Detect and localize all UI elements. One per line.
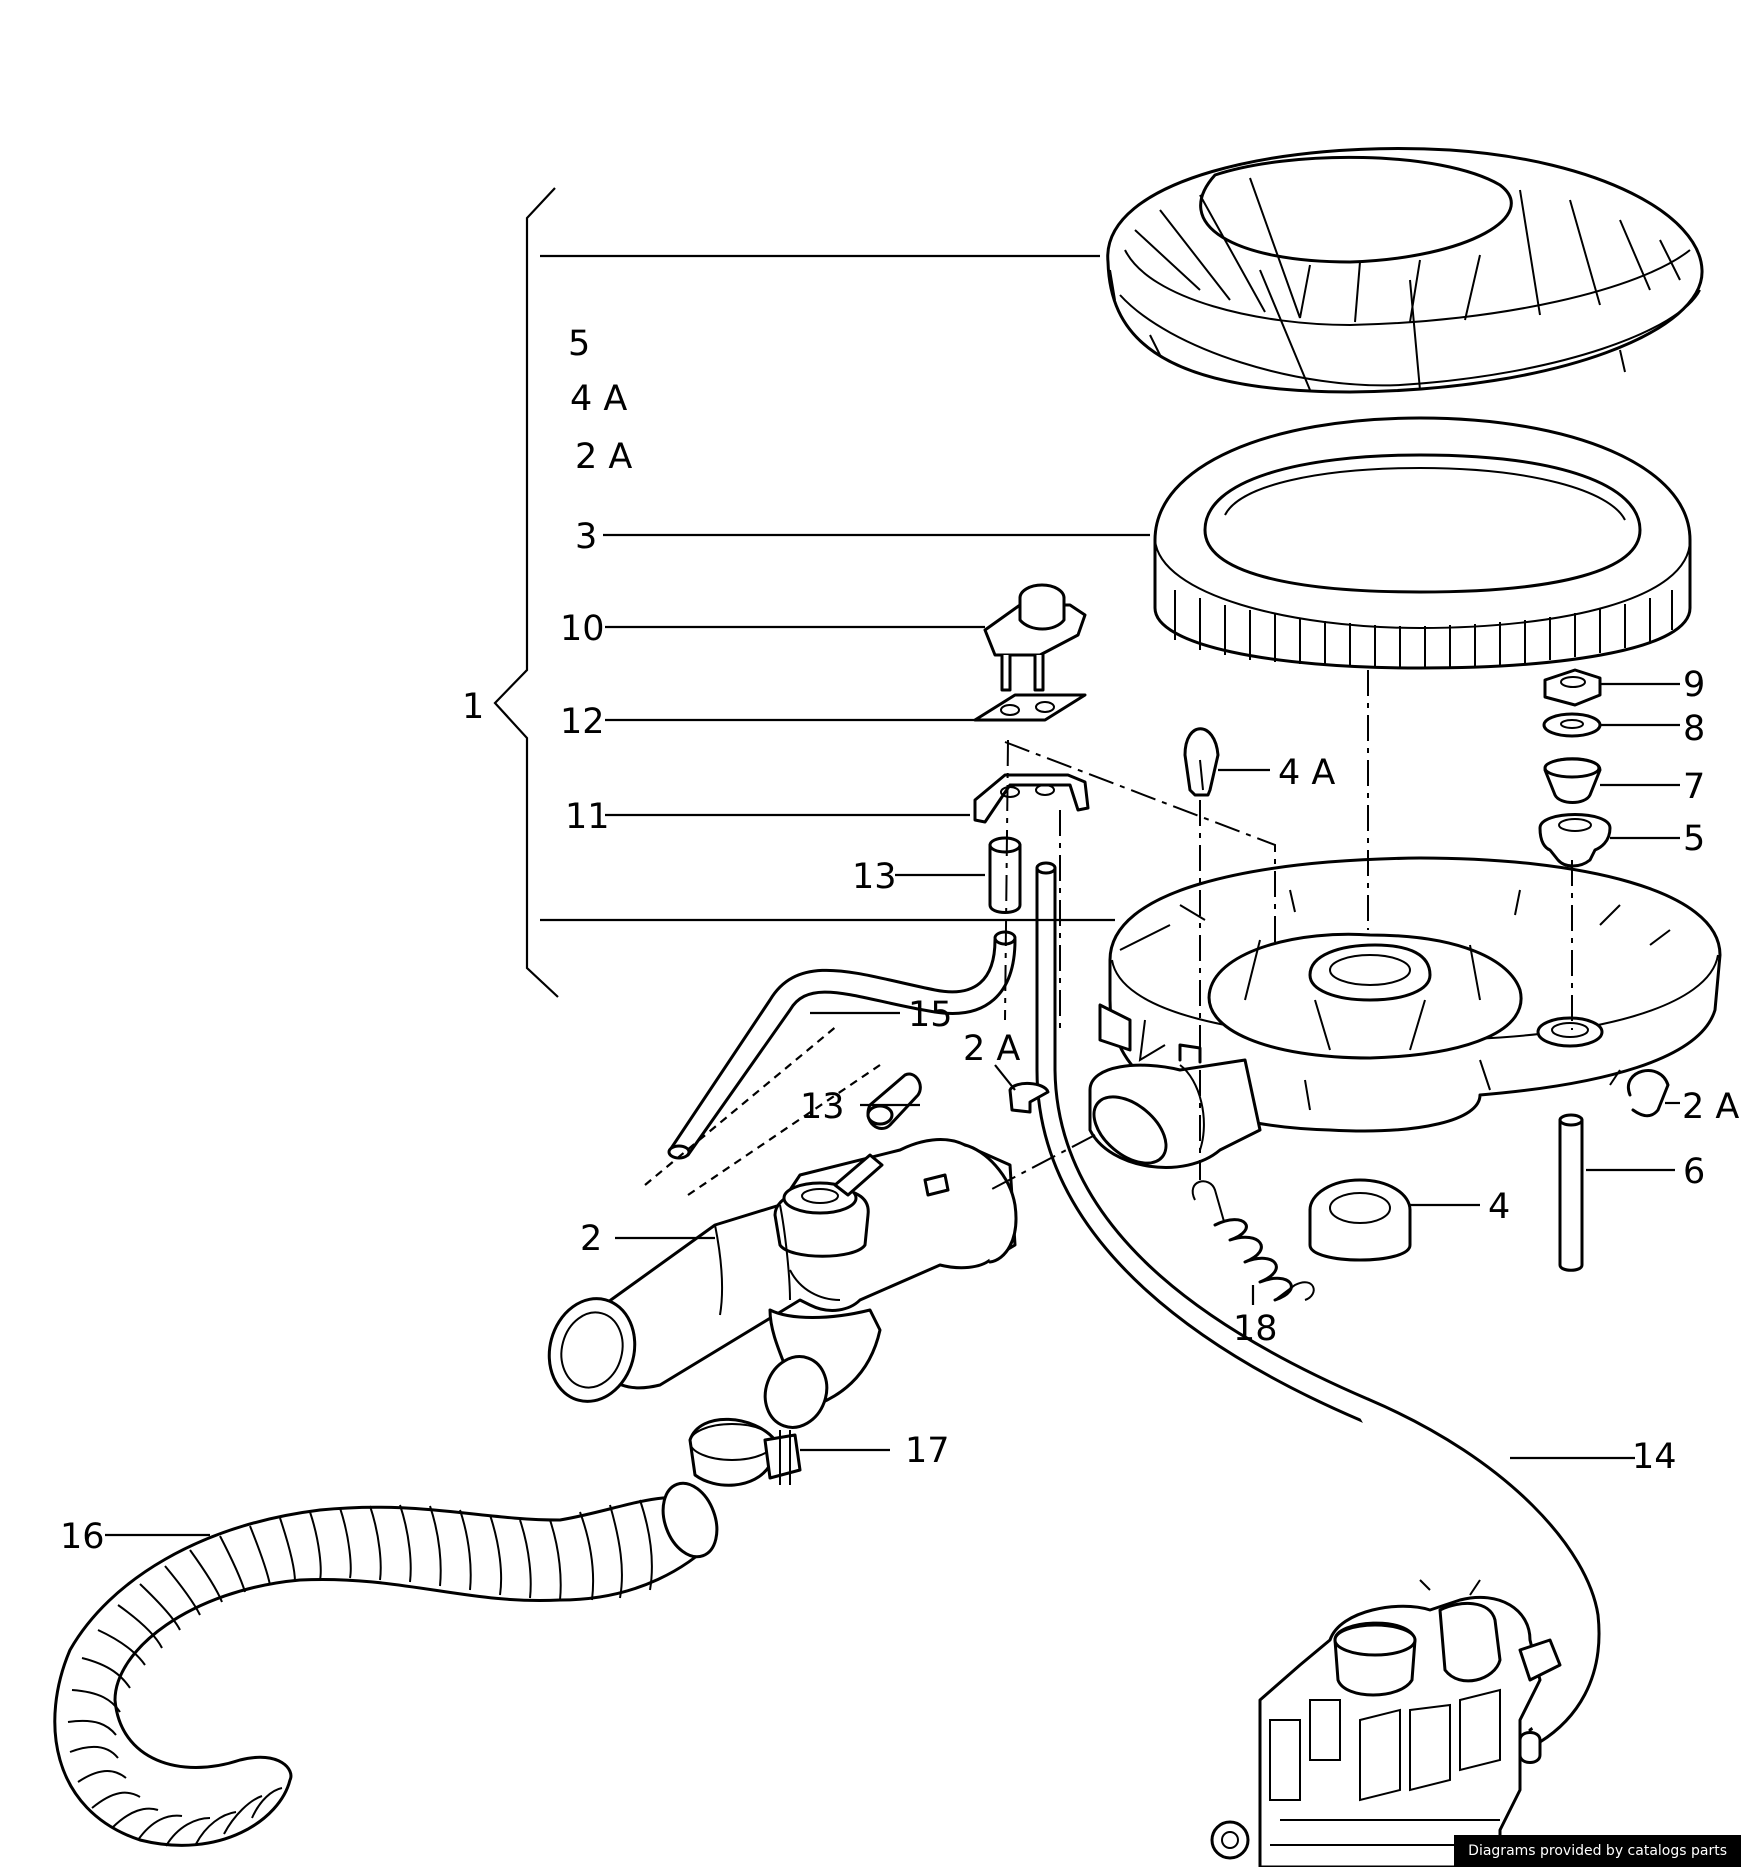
label-16: 16 xyxy=(60,1517,105,1557)
rod-6 xyxy=(1558,1113,1584,1272)
label-15: 15 xyxy=(908,995,953,1035)
label-10: 10 xyxy=(560,609,605,649)
filter-element xyxy=(1153,416,1692,670)
label-17: 17 xyxy=(905,1431,950,1471)
bracket-11 xyxy=(973,773,1090,824)
label-4a-top: 4 A xyxy=(570,379,627,419)
grommet-7 xyxy=(1543,757,1602,804)
label-18: 18 xyxy=(1233,1309,1278,1349)
label-14: 14 xyxy=(1632,1437,1677,1477)
assembly-bracket xyxy=(493,187,559,998)
label-1: 1 xyxy=(462,687,484,727)
label-2: 2 xyxy=(580,1219,602,1259)
label-7: 7 xyxy=(1683,767,1705,807)
label-4: 4 xyxy=(1488,1187,1510,1227)
clamp-17 xyxy=(688,1417,802,1487)
label-3: 3 xyxy=(575,517,597,557)
spring-18 xyxy=(1191,1180,1315,1302)
air-cleaner-lid xyxy=(1106,146,1704,394)
mount-5 xyxy=(1538,813,1612,868)
sensor-10 xyxy=(983,583,1087,692)
label-13-lower: 13 xyxy=(800,1087,845,1127)
label-2a-top: 2 A xyxy=(575,437,632,477)
pin-4a xyxy=(1183,727,1220,797)
hose-13-upper xyxy=(988,836,1022,914)
nut-9 xyxy=(1543,668,1602,707)
corrugated-hose-16 xyxy=(53,1481,719,1847)
label-11: 11 xyxy=(565,797,610,837)
label-6: 6 xyxy=(1683,1152,1705,1192)
gasket-12 xyxy=(973,693,1087,722)
clip-2a-right xyxy=(1626,1069,1670,1118)
label-13-upper: 13 xyxy=(852,857,897,897)
clip-2a-middle xyxy=(1008,1082,1050,1114)
label-12: 12 xyxy=(560,702,605,742)
vacuum-hose-14 xyxy=(1035,861,1601,1744)
washer-8 xyxy=(1542,712,1602,738)
label-2a-right: 2 A xyxy=(1682,1087,1739,1127)
label-4a: 4 A xyxy=(1278,753,1335,793)
housing-inlet-snout xyxy=(1088,1043,1262,1169)
label-5: 5 xyxy=(1683,819,1705,859)
label-5-top: 5 xyxy=(568,324,590,364)
carburettor xyxy=(1210,1579,1562,1867)
hose-13-lower xyxy=(866,1072,922,1130)
label-2a-middle: 2 A xyxy=(963,1029,1020,1069)
intake-tube-2 xyxy=(547,1138,1018,1429)
label-8: 8 xyxy=(1683,709,1705,749)
air-cleaner-housing xyxy=(1098,856,1722,1133)
seal-4 xyxy=(1308,1178,1412,1262)
leader-lines xyxy=(105,254,1680,1537)
label-9: 9 xyxy=(1683,665,1705,705)
diagram-credit: Diagrams provided by catalogs parts xyxy=(1454,1835,1741,1867)
